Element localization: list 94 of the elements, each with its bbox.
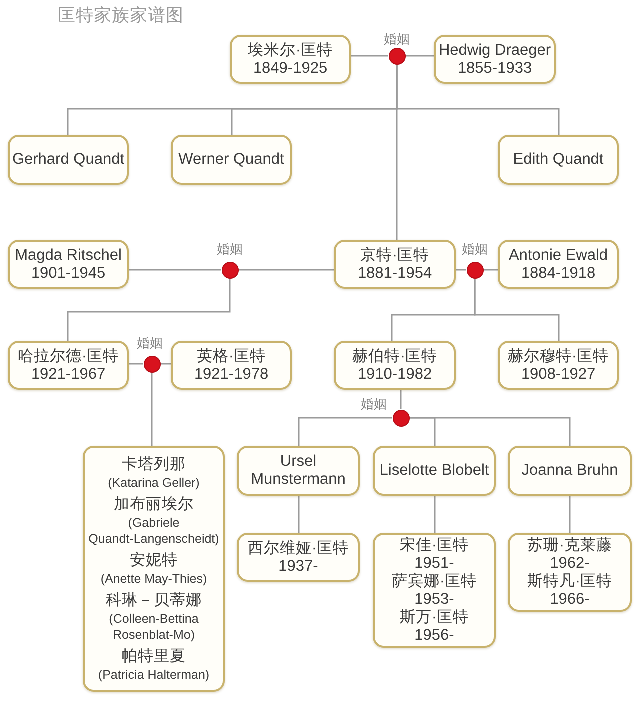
person-name: 京特·匡特 <box>360 246 430 264</box>
marriage-dot <box>392 410 410 426</box>
person-box <box>334 240 456 289</box>
person-name: 斯特凡·匡特 <box>527 572 613 590</box>
marriage-dot <box>222 262 238 278</box>
chinese-name: 加布丽埃尔 <box>114 495 194 515</box>
person-box <box>230 35 351 84</box>
life-dates: 1849-1925 <box>253 60 328 78</box>
life-dates: 1921-1978 <box>194 366 269 384</box>
life-dates: 1884-1918 <box>521 264 596 282</box>
diagram-title: 匡特家族家谱图 <box>58 4 184 26</box>
marriage-dot <box>144 356 160 372</box>
person-box <box>373 446 496 496</box>
family-line <box>67 278 231 341</box>
family-line <box>129 269 222 271</box>
person-name: Ursel Munstermann <box>250 453 347 489</box>
english-name: (Colleen-Bettina Rosenblat-Mo) <box>108 611 200 643</box>
names-box <box>83 446 225 692</box>
person-name: 英格·匡特 <box>196 348 266 366</box>
person-box <box>8 135 129 185</box>
person-name: 哈拉尔德·匡特 <box>18 348 120 366</box>
life-dates: 1908-1927 <box>521 366 596 384</box>
life-dates: 1855-1933 <box>458 60 532 78</box>
chinese-name: 科琳－贝蒂娜 <box>106 591 202 611</box>
person-name: Joanna Bruhn <box>522 462 618 480</box>
life-dates: 1962- <box>550 554 590 572</box>
family-line <box>434 496 436 533</box>
family-line <box>456 269 466 271</box>
person-name: 埃米尔·匡特 <box>248 42 334 60</box>
family-line <box>569 496 571 533</box>
family-line <box>298 496 300 533</box>
family-line <box>129 363 144 365</box>
person-name: Gerhard Quandt <box>12 151 125 169</box>
family-line <box>151 372 153 446</box>
life-dates: 1881-1954 <box>358 264 432 282</box>
person-name: 斯万·匡特 <box>400 608 470 626</box>
person-name: 宋佳·匡特 <box>400 536 470 554</box>
person-name: 赫伯特·匡特 <box>352 348 438 366</box>
person-name: Antonie Ewald <box>508 246 608 264</box>
life-dates: 1901-1945 <box>31 264 106 282</box>
marriage-dot <box>388 48 406 64</box>
family-line <box>474 278 560 341</box>
person-box <box>237 446 360 496</box>
person-name: Hedwig Draeger <box>438 42 551 60</box>
person-name: Liselotte Blobelt <box>380 462 490 480</box>
life-dates: 1910-1982 <box>358 366 432 384</box>
family-line <box>396 64 398 240</box>
family-line <box>406 55 434 57</box>
person-name: 西尔维娅·匡特 <box>248 540 350 558</box>
marriage-label: 婚姻 <box>137 336 163 352</box>
life-dates: 1966- <box>550 590 590 608</box>
person-box <box>237 533 360 582</box>
person-box <box>434 35 556 84</box>
marriage-label: 婚姻 <box>384 32 410 48</box>
marriage-dot <box>466 262 484 278</box>
family-line <box>238 269 334 271</box>
chinese-name: 卡塔列那 <box>122 455 186 475</box>
person-box <box>334 341 456 390</box>
chinese-name: 帕特里夏 <box>122 647 186 667</box>
family-line <box>160 363 171 365</box>
person-box <box>171 135 292 185</box>
life-dates: 1937- <box>278 558 318 576</box>
life-dates: 1953- <box>414 590 454 608</box>
person-box <box>498 341 619 390</box>
family-line <box>400 390 402 410</box>
life-dates: 1951- <box>414 554 454 572</box>
family-line <box>298 417 392 446</box>
person-box <box>8 341 129 390</box>
english-name: (Gabriele Quandt-Langenscheidt) <box>88 515 220 547</box>
person-box <box>171 341 292 390</box>
marriage-label: 婚姻 <box>361 398 387 412</box>
names-box <box>508 533 632 612</box>
family-line <box>410 417 571 446</box>
person-box <box>498 135 619 185</box>
person-name: Magda Ritschel <box>15 246 122 264</box>
names-box <box>373 533 496 648</box>
person-box <box>508 446 632 496</box>
family-line <box>351 55 388 57</box>
person-box <box>8 240 129 289</box>
marriage-label: 婚姻 <box>217 242 243 258</box>
marriage-label: 婚姻 <box>462 242 488 258</box>
person-name: 萨宾娜·匡特 <box>392 572 478 590</box>
person-name: 赫尔穆特·匡特 <box>508 348 610 366</box>
english-name: (Katarina Geller) <box>108 475 200 491</box>
english-name: (Patricia Halterman) <box>98 667 210 683</box>
person-box <box>498 240 619 289</box>
person-name: 苏珊·克莱藤 <box>527 536 613 554</box>
chinese-name: 安妮特 <box>130 551 178 571</box>
life-dates: 1921-1967 <box>31 366 106 384</box>
family-line <box>484 269 498 271</box>
person-name: Werner Quandt <box>178 151 284 169</box>
english-name: (Anette May-Thies) <box>100 571 208 587</box>
person-name: Edith Quandt <box>513 151 604 169</box>
life-dates: 1956- <box>414 626 454 644</box>
